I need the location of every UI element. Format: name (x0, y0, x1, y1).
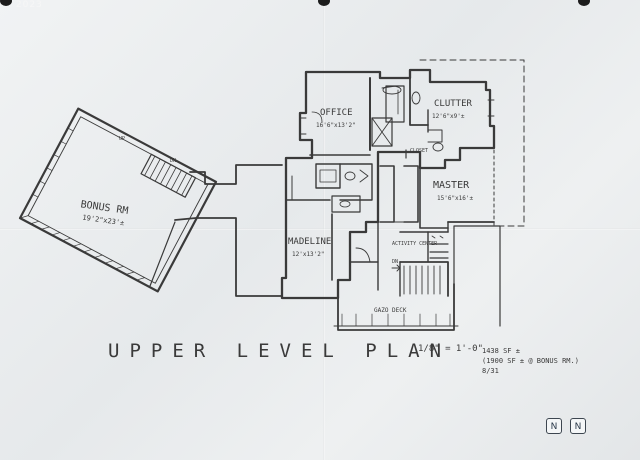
punch-hole-right (578, 0, 590, 6)
madeline-label: MADELINE (288, 237, 331, 247)
closet-label: CLOSET (410, 148, 428, 154)
copyright-watermark: © 2023 (2, 0, 43, 10)
viewer-control-left-button[interactable]: N (546, 418, 562, 434)
fold-crease-vertical (323, 0, 325, 460)
deck-label: GAZO DECK (374, 307, 407, 314)
activity-dn-label: DN (392, 259, 398, 265)
office-dims: 16'6"x13'2" (316, 122, 356, 129)
master-label: MASTER (433, 180, 470, 191)
punch-hole-center (318, 0, 330, 6)
plan-scale: 1/8" = 1'-0" (418, 344, 484, 354)
activity-center-label: ACTIVITY CENTER (392, 241, 438, 247)
punch-hole-left (0, 0, 12, 6)
stair-dn-label: DN (170, 158, 176, 164)
madeline-dims: 12'x13'2" (292, 251, 325, 258)
clutter-label: CLUTTER (434, 99, 473, 109)
clutter-dims: 12'6"x9'± (432, 113, 465, 120)
stair-up-label: UP (119, 136, 125, 142)
bonus-room-outline (18, 107, 218, 293)
plan-title: UPPER LEVEL PLAN (108, 340, 452, 362)
viewer-control-right-button[interactable]: N (570, 418, 586, 434)
bonus-room-dims: 19'2"x23'± (82, 214, 125, 228)
fold-crease-horizontal (0, 228, 640, 230)
plan-area-notes: 1438 SF ± (1900 SF ± @ BONUS RM.) 8/31 (482, 346, 579, 376)
master-dims: 15'6"x16'± (437, 195, 474, 202)
main-house-outline (280, 68, 496, 300)
area-line-3: 8/31 (482, 367, 499, 375)
office-label: OFFICE (320, 108, 353, 118)
area-line-2: (1900 SF ± @ BONUS RM.) (482, 357, 579, 365)
area-line-1: 1438 SF ± (482, 347, 520, 355)
